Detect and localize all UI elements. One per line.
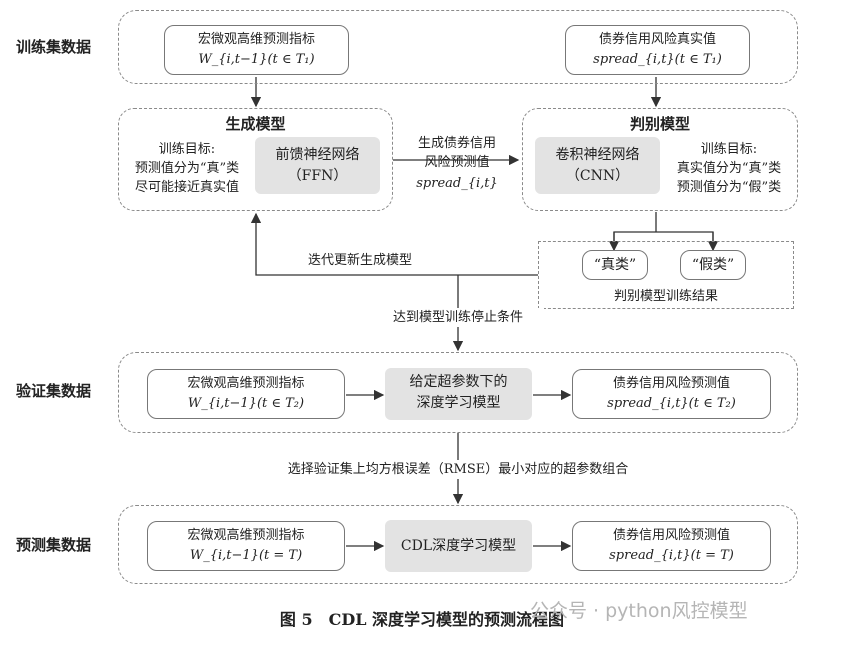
generator-title: 生成模型 xyxy=(225,115,286,133)
generated-prediction-label: 生成债券信用 风险预测值 spread_{i,t} xyxy=(398,134,516,193)
discriminator-goal-line1: 训练目标: xyxy=(700,142,758,157)
discriminator-goal: 训练目标: 真实值分为“真”类 预测值分为“假”类 xyxy=(664,140,794,197)
val-model-line2: 深度学习模型 xyxy=(416,395,501,411)
cnn-abbr: （CNN） xyxy=(565,168,630,184)
val-pred-box: 债券信用风险预测值 spread_{i,t}(t ∈ T₂) xyxy=(572,369,771,419)
stop-condition-label: 达到模型训练停止条件 xyxy=(372,308,544,327)
update-generator-label: 迭代更新生成模型 xyxy=(307,253,412,268)
true-class-box: “真类” xyxy=(582,250,648,280)
pred-output-box: 债券信用风险预测值 spread_{i,t}(t = T) xyxy=(572,521,771,571)
generator-goal-line1: 训练目标: xyxy=(158,142,216,157)
val-pred-label: 债券信用风险预测值 xyxy=(612,376,730,391)
pred-output-formula: spread_{i,t}(t = T) xyxy=(609,548,734,563)
cnn-label: 卷积神经网络 xyxy=(555,147,640,163)
hyperparam-select-label: 选择验证集上均方根误差（RMSE）最小对应的超参数组合 xyxy=(270,460,646,479)
cnn-box: 卷积神经网络 （CNN） xyxy=(535,137,660,194)
generated-line1: 生成债券信用 xyxy=(417,136,496,151)
train-spread-box: 债券信用风险真实值 spread_{i,t}(t ∈ T₁) xyxy=(565,25,750,75)
results-label: 判别模型训练结果 xyxy=(613,289,718,304)
ffn-label: 前馈神经网络 xyxy=(275,147,360,163)
discriminator-goal-line2: 真实值分为“真”类 xyxy=(676,161,782,176)
val-pred-formula: spread_{i,t}(t ∈ T₂) xyxy=(607,396,736,411)
discriminator-title: 判别模型 xyxy=(629,115,690,133)
section-train-label: 训练集数据 xyxy=(16,38,92,56)
train-data-container xyxy=(118,10,798,84)
val-macro-label: 宏微观高维预测指标 xyxy=(187,376,305,391)
train-macro-label: 宏微观高维预测指标 xyxy=(197,32,315,47)
arrow-update-generator xyxy=(250,212,538,276)
pred-macro-label: 宏微观高维预测指标 xyxy=(187,528,305,543)
val-model-box: 给定超参数下的 深度学习模型 xyxy=(385,368,532,420)
generator-container xyxy=(118,108,393,211)
train-macro-formula: W_{i,t−1}(t ∈ T₁) xyxy=(198,52,315,67)
cdl-model-box: CDL深度学习模型 xyxy=(385,520,532,572)
val-macro-box: 宏微观高维预测指标 W_{i,t−1}(t ∈ T₂) xyxy=(147,369,345,419)
train-spread-formula: spread_{i,t}(t ∈ T₁) xyxy=(593,52,722,67)
train-spread-label: 债券信用风险真实值 xyxy=(598,32,716,47)
discriminator-goal-line3: 预测值分为“假”类 xyxy=(676,180,782,195)
results-container xyxy=(538,241,794,309)
section-validate-label: 验证集数据 xyxy=(16,382,92,400)
validation-container xyxy=(118,352,798,433)
discriminator-container xyxy=(522,108,798,211)
ffn-abbr: （FFN） xyxy=(287,168,348,184)
false-class-box: “假类” xyxy=(680,250,746,280)
val-macro-formula: W_{i,t−1}(t ∈ T₂) xyxy=(187,396,305,411)
generated-formula: spread_{i,t} xyxy=(416,176,498,191)
pred-macro-formula: W_{i,t−1}(t = T) xyxy=(189,548,303,563)
generator-goal: 训练目标: 预测值分为“真”类 尽可能接近真实值 xyxy=(122,140,252,197)
generator-goal-line2: 预测值分为“真”类 xyxy=(134,161,240,176)
watermark: 公众号 · python风控模型 xyxy=(530,600,748,622)
pred-macro-box: 宏微观高维预测指标 W_{i,t−1}(t = T) xyxy=(147,521,345,571)
figure-caption: 图 5 CDL 深度学习模型的预测流程图 xyxy=(279,610,565,629)
pred-output-label: 债券信用风险预测值 xyxy=(612,528,730,543)
ffn-box: 前馈神经网络 （FFN） xyxy=(255,137,380,194)
generated-line2: 风险预测值 xyxy=(424,155,490,170)
val-model-line1: 给定超参数下的 xyxy=(409,374,508,390)
generator-goal-line3: 尽可能接近真实值 xyxy=(134,180,239,195)
train-macro-box: 宏微观高维预测指标 W_{i,t−1}(t ∈ T₁) xyxy=(164,25,349,75)
prediction-container xyxy=(118,505,798,584)
section-predict-label: 预测集数据 xyxy=(16,536,92,554)
